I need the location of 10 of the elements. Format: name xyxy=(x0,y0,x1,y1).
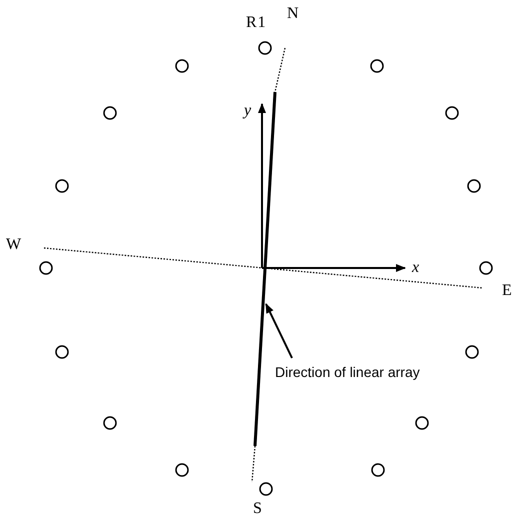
annotation-text: Direction of linear array xyxy=(275,364,420,380)
leader-arrow xyxy=(265,303,293,358)
compass-label: W xyxy=(6,236,22,254)
compass-label: N xyxy=(287,5,299,23)
compass-label: E xyxy=(502,282,512,300)
compass-label: S xyxy=(253,500,262,518)
linear-array-line xyxy=(254,92,276,446)
axis-label: y xyxy=(244,102,252,120)
axis-label: x xyxy=(412,259,420,277)
label: R1 xyxy=(246,14,267,32)
